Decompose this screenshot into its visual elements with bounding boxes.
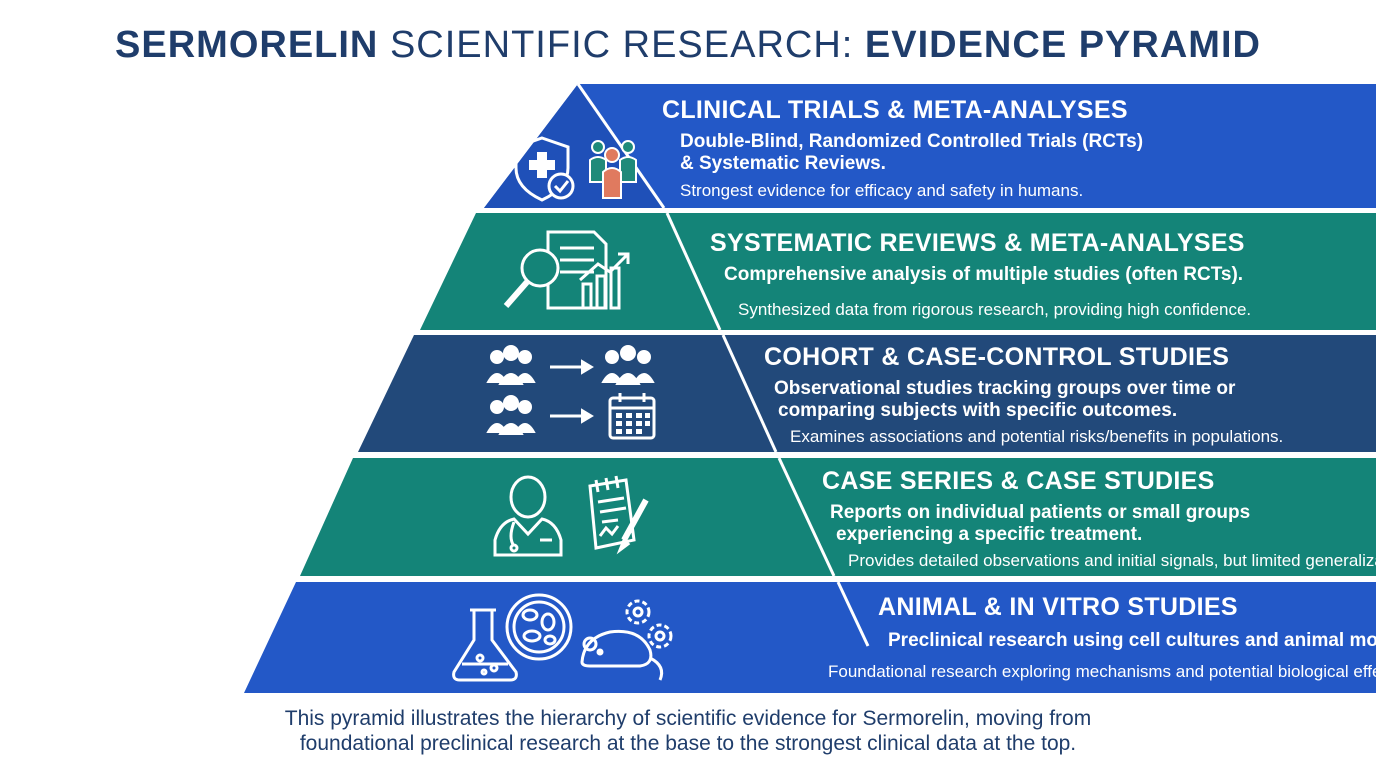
tier-1-subtitle-line-1: Double-Blind, Randomized Controlled Tria… bbox=[680, 131, 1144, 152]
tier-2-heading: SYSTEMATIC REVIEWS & META-ANALYSES bbox=[710, 229, 1245, 257]
tier-1-band bbox=[484, 84, 1376, 208]
tier-1-heading: CLINICAL TRIALS & META-ANALYSES bbox=[662, 96, 1128, 124]
tier-4-heading: CASE SERIES & CASE STUDIES bbox=[822, 467, 1215, 495]
shield-cross-check-icon bbox=[514, 136, 575, 202]
tier-4-description: Provides detailed observations and initi… bbox=[848, 551, 1376, 570]
tier-5-subtitle: Preclinical research using cell cultures… bbox=[888, 630, 1376, 651]
tier-2-text: SYSTEMATIC REVIEWS & META-ANALYSES Compr… bbox=[710, 229, 1251, 320]
footer-line-2: foundational preclinical research at the… bbox=[299, 732, 1077, 755]
tier-5-description: Foundational research exploring mechanis… bbox=[828, 662, 1376, 681]
tier-3-text: COHORT & CASE-CONTROL STUDIES Observatio… bbox=[764, 343, 1283, 447]
title-part-evidence-pyramid: EVIDENCE PYRAMID bbox=[864, 24, 1261, 66]
tier-5-description-wrap: Foundational research exploring mechanis… bbox=[828, 662, 1376, 682]
bar-chart-trend-icon bbox=[579, 252, 630, 310]
tier-3-description: Examines associations and potential risk… bbox=[790, 427, 1284, 446]
people-group-icon bbox=[589, 140, 637, 199]
tier-2-subtitle: Comprehensive analysis of multiple studi… bbox=[724, 264, 1244, 285]
tier-3-subtitle-line-1: Observational studies tracking groups ov… bbox=[774, 378, 1236, 399]
notepad-pen-icon bbox=[588, 475, 649, 555]
flask-icon bbox=[452, 608, 518, 682]
tier-4-band bbox=[300, 458, 1376, 576]
doctor-icon bbox=[493, 475, 563, 557]
tier-5-heading: ANIMAL & IN VITRO STUDIES bbox=[878, 593, 1238, 621]
group-arrow-group-icon bbox=[486, 345, 655, 385]
title-part-middle: SCIENTIFIC RESEARCH: bbox=[378, 24, 865, 66]
tier-5-text: ANIMAL & IN VITRO STUDIES Preclinical re… bbox=[878, 593, 1376, 652]
footer-caption: This pyramid illustrates the hierarchy o… bbox=[0, 706, 1376, 756]
tier-2-band bbox=[420, 213, 1376, 330]
footer-line-1: This pyramid illustrates the hierarchy o… bbox=[284, 707, 1092, 730]
mouse-gears-icon bbox=[580, 599, 673, 681]
tier-4-text: CASE SERIES & CASE STUDIES Reports on in… bbox=[822, 467, 1376, 571]
tier-3-heading: COHORT & CASE-CONTROL STUDIES bbox=[764, 343, 1230, 371]
tier-1-subtitle-line-2: & Systematic Reviews. bbox=[680, 153, 886, 174]
tier-1-divider bbox=[576, 83, 666, 209]
tier-3-divider bbox=[721, 334, 778, 453]
tier-2-description: Synthesized data from rigorous research,… bbox=[738, 300, 1252, 319]
tier-5-divider bbox=[836, 581, 870, 647]
tier-4-subtitle-line-1: Reports on individual patients or small … bbox=[830, 502, 1251, 523]
tier-4-divider bbox=[777, 457, 836, 577]
group-arrow-calendar-icon bbox=[486, 393, 656, 440]
petri-dish-icon bbox=[505, 593, 573, 661]
tier-3-band bbox=[358, 335, 1376, 452]
tier-4-subtitle-line-2: experiencing a specific treatment. bbox=[836, 524, 1143, 545]
tier-2-divider bbox=[665, 212, 722, 331]
tier-1-description: Strongest evidence for efficacy and safe… bbox=[680, 181, 1084, 200]
tier-1-text: CLINICAL TRIALS & META-ANALYSES Double-B… bbox=[662, 96, 1143, 201]
page-title: SERMORELIN SCIENTIFIC RESEARCH: EVIDENCE… bbox=[0, 24, 1376, 67]
title-part-sermorelin: SERMORELIN bbox=[115, 24, 379, 66]
tier-3-subtitle-line-2: comparing subjects with specific outcome… bbox=[778, 400, 1178, 421]
